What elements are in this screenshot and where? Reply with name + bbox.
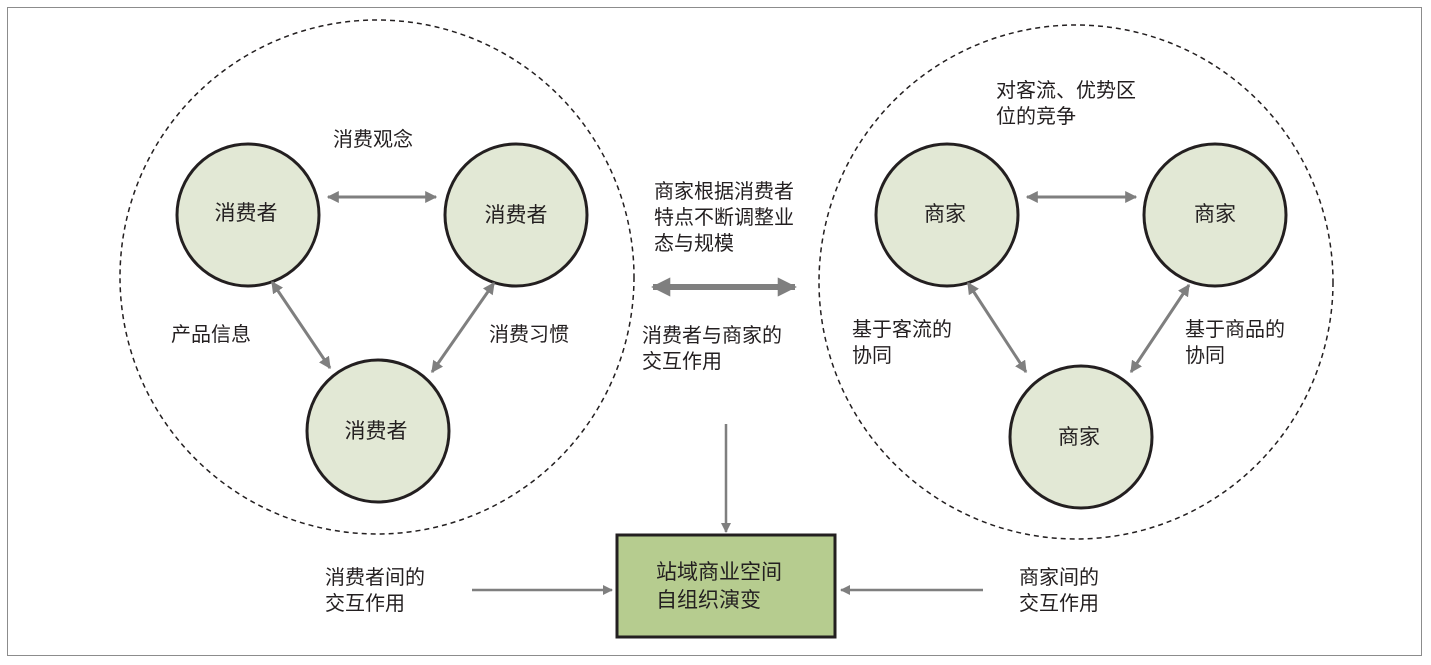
middle-bottom-label: 消费者与商家的 交互作用 — [642, 322, 782, 374]
merchant-node-2 — [1142, 142, 1288, 288]
merchant-relation-right-line-2: 协同 — [1185, 343, 1225, 367]
consumer-node-2-label: 消费者 — [484, 203, 548, 227]
merchant-relation-right-label: 基于商品的 协同 — [1185, 316, 1285, 368]
consumer-node-3-label: 消费者 — [344, 419, 408, 443]
merchant-relation-left-label: 基于客流的 协同 — [852, 316, 952, 368]
consumer-interaction-label: 消费者间的 交互作用 — [325, 564, 425, 616]
merchant-relation-top-label: 对客流、优势区 位的竞争 — [996, 77, 1136, 129]
consumer-interaction-line-1: 消费者间的 — [325, 565, 425, 589]
consumer-relation-right-label: 消费习惯 — [489, 322, 569, 346]
merchant-right-arrow — [1129, 284, 1191, 373]
result-line-1: 站域商业空间 — [656, 560, 782, 584]
merchant-node-1 — [874, 142, 1020, 288]
result-line-2: 自组织演变 — [656, 588, 761, 612]
consumer-right-arrow — [430, 282, 496, 373]
middle-bottom-line-2: 交互作用 — [642, 349, 722, 373]
middle-bottom-line-1: 消费者与商家的 — [642, 323, 782, 347]
consumer-relation-top-label: 消费观念 — [333, 127, 413, 151]
consumer-interaction-line-2: 交互作用 — [325, 591, 405, 615]
merchant-interaction-line-2: 交互作用 — [1019, 591, 1099, 615]
middle-top-line-2: 特点不断调整业 — [654, 205, 794, 229]
merchant-interaction-label: 商家间的 交互作用 — [1019, 564, 1099, 616]
consumer-node-2 — [443, 142, 589, 288]
result-box — [615, 533, 837, 639]
merchant-relation-left-line-1: 基于客流的 — [852, 317, 952, 341]
middle-top-label: 商家根据消费者 特点不断调整业 态与规模 — [654, 178, 794, 256]
merchant-node-3-label: 商家 — [1058, 425, 1100, 449]
merchant-relation-top-line-2: 位的竞争 — [996, 104, 1076, 128]
merchant-group-boundary — [818, 24, 1334, 540]
consumer-node-1-label: 消费者 — [214, 201, 278, 225]
middle-top-line-3: 态与规模 — [654, 231, 734, 255]
merchant-left-arrow — [966, 281, 1028, 374]
consumer-left-arrow — [270, 281, 332, 369]
merchant-relation-right-line-1: 基于商品的 — [1185, 317, 1285, 341]
merchant-node-1-label: 商家 — [924, 202, 966, 226]
merchant-node-3 — [1008, 364, 1154, 510]
consumer-group-boundary — [119, 19, 635, 535]
consumer-node-3 — [305, 358, 451, 504]
result-label: 站域商业空间 自组织演变 — [616, 534, 836, 638]
merchant-relation-top-line-1: 对客流、优势区 — [996, 78, 1136, 102]
merchant-interaction-line-1: 商家间的 — [1019, 565, 1099, 589]
middle-top-line-1: 商家根据消费者 — [654, 179, 794, 203]
merchant-node-2-label: 商家 — [1194, 202, 1236, 226]
consumer-node-1 — [175, 142, 321, 288]
merchant-relation-left-line-2: 协同 — [852, 343, 892, 367]
consumer-relation-left-label: 产品信息 — [171, 322, 251, 346]
